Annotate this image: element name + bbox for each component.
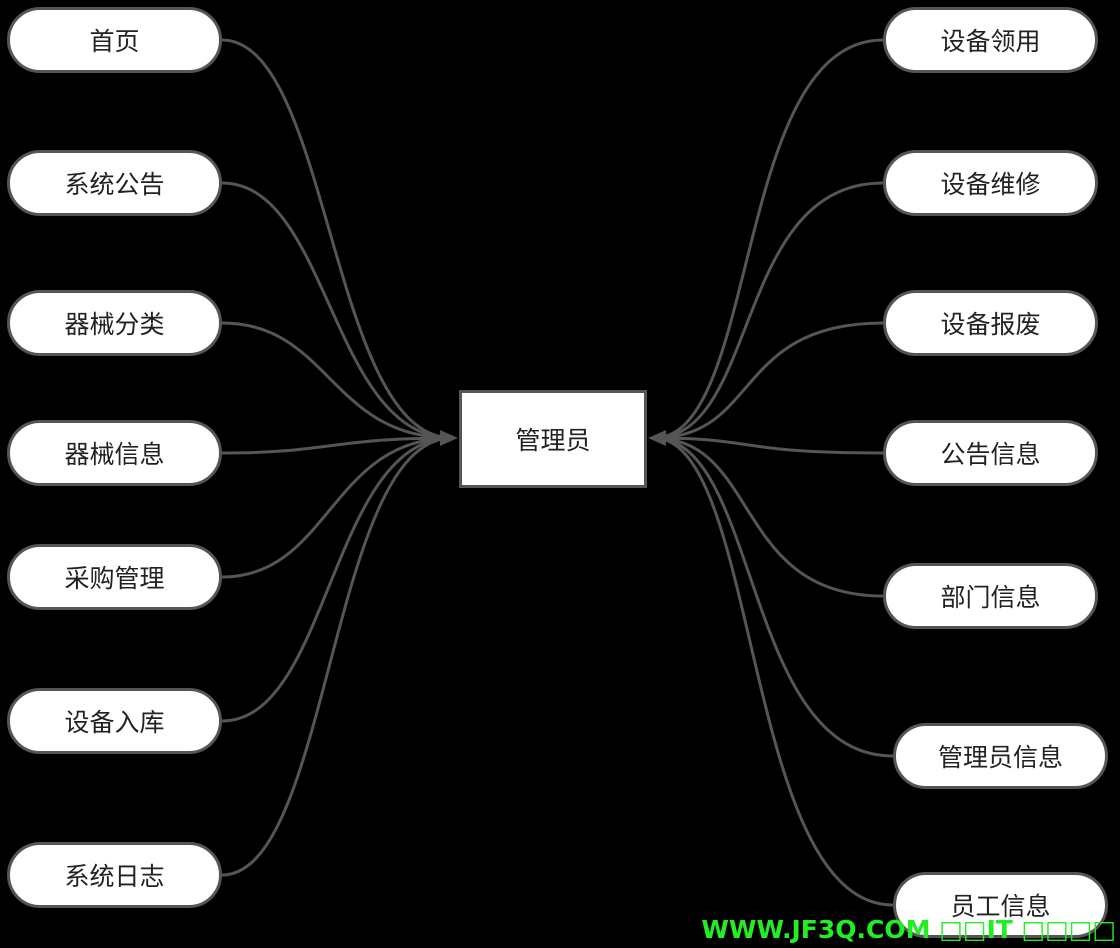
node-label: 设备入库 bbox=[64, 708, 165, 737]
node-label: 系统日志 bbox=[64, 862, 165, 891]
node-label: 部门信息 bbox=[940, 583, 1041, 612]
edge-right-4 bbox=[653, 436, 884, 598]
arrow-right-icon bbox=[648, 430, 666, 446]
edge-left-3 bbox=[221, 436, 453, 455]
edge-right-3 bbox=[653, 436, 884, 455]
center-node-label: 管理员 bbox=[515, 426, 591, 455]
node-label: 设备维修 bbox=[940, 170, 1041, 199]
edge-left-1 bbox=[221, 181, 453, 440]
node-label: 管理员信息 bbox=[937, 743, 1063, 772]
left-node-4: 采购管理 bbox=[7, 544, 222, 610]
edge-left-6 bbox=[221, 436, 453, 877]
right-node-3: 公告信息 bbox=[883, 420, 1098, 486]
left-node-3: 器械信息 bbox=[7, 420, 222, 486]
node-label: 首页 bbox=[89, 27, 140, 56]
right-node-6: 员工信息 bbox=[893, 872, 1108, 938]
right-node-4: 部门信息 bbox=[883, 563, 1098, 629]
node-label: 设备报废 bbox=[940, 310, 1041, 339]
right-node-1: 设备维修 bbox=[883, 150, 1098, 216]
left-node-5: 设备入库 bbox=[7, 688, 222, 754]
edge-right-1 bbox=[653, 181, 884, 440]
node-label: 员工信息 bbox=[950, 892, 1051, 921]
right-node-0: 设备领用 bbox=[883, 7, 1098, 73]
node-label: 器械信息 bbox=[64, 440, 165, 469]
arrow-left-icon bbox=[440, 430, 458, 446]
edge-right-6 bbox=[653, 436, 894, 907]
edge-right-2 bbox=[653, 321, 884, 440]
center-node-admin: 管理员 bbox=[459, 390, 647, 488]
node-label: 器械分类 bbox=[64, 310, 165, 339]
right-node-5: 管理员信息 bbox=[893, 723, 1108, 789]
node-label: 设备领用 bbox=[940, 27, 1041, 56]
edge-left-0 bbox=[221, 38, 453, 440]
edge-left-4 bbox=[221, 436, 453, 579]
node-label: 系统公告 bbox=[64, 170, 165, 199]
left-node-2: 器械分类 bbox=[7, 290, 222, 356]
edge-left-5 bbox=[221, 436, 453, 723]
edge-left-2 bbox=[221, 321, 453, 440]
node-label: 采购管理 bbox=[64, 564, 165, 593]
node-label: 公告信息 bbox=[940, 440, 1041, 469]
left-node-1: 系统公告 bbox=[7, 150, 222, 216]
right-node-2: 设备报废 bbox=[883, 290, 1098, 356]
edge-right-5 bbox=[653, 436, 894, 758]
left-node-0: 首页 bbox=[7, 7, 222, 73]
left-node-6: 系统日志 bbox=[7, 842, 222, 908]
watermark: WWW.JF3Q.COM □□IT □□□□ bbox=[701, 915, 1116, 944]
edge-right-0 bbox=[653, 38, 884, 440]
